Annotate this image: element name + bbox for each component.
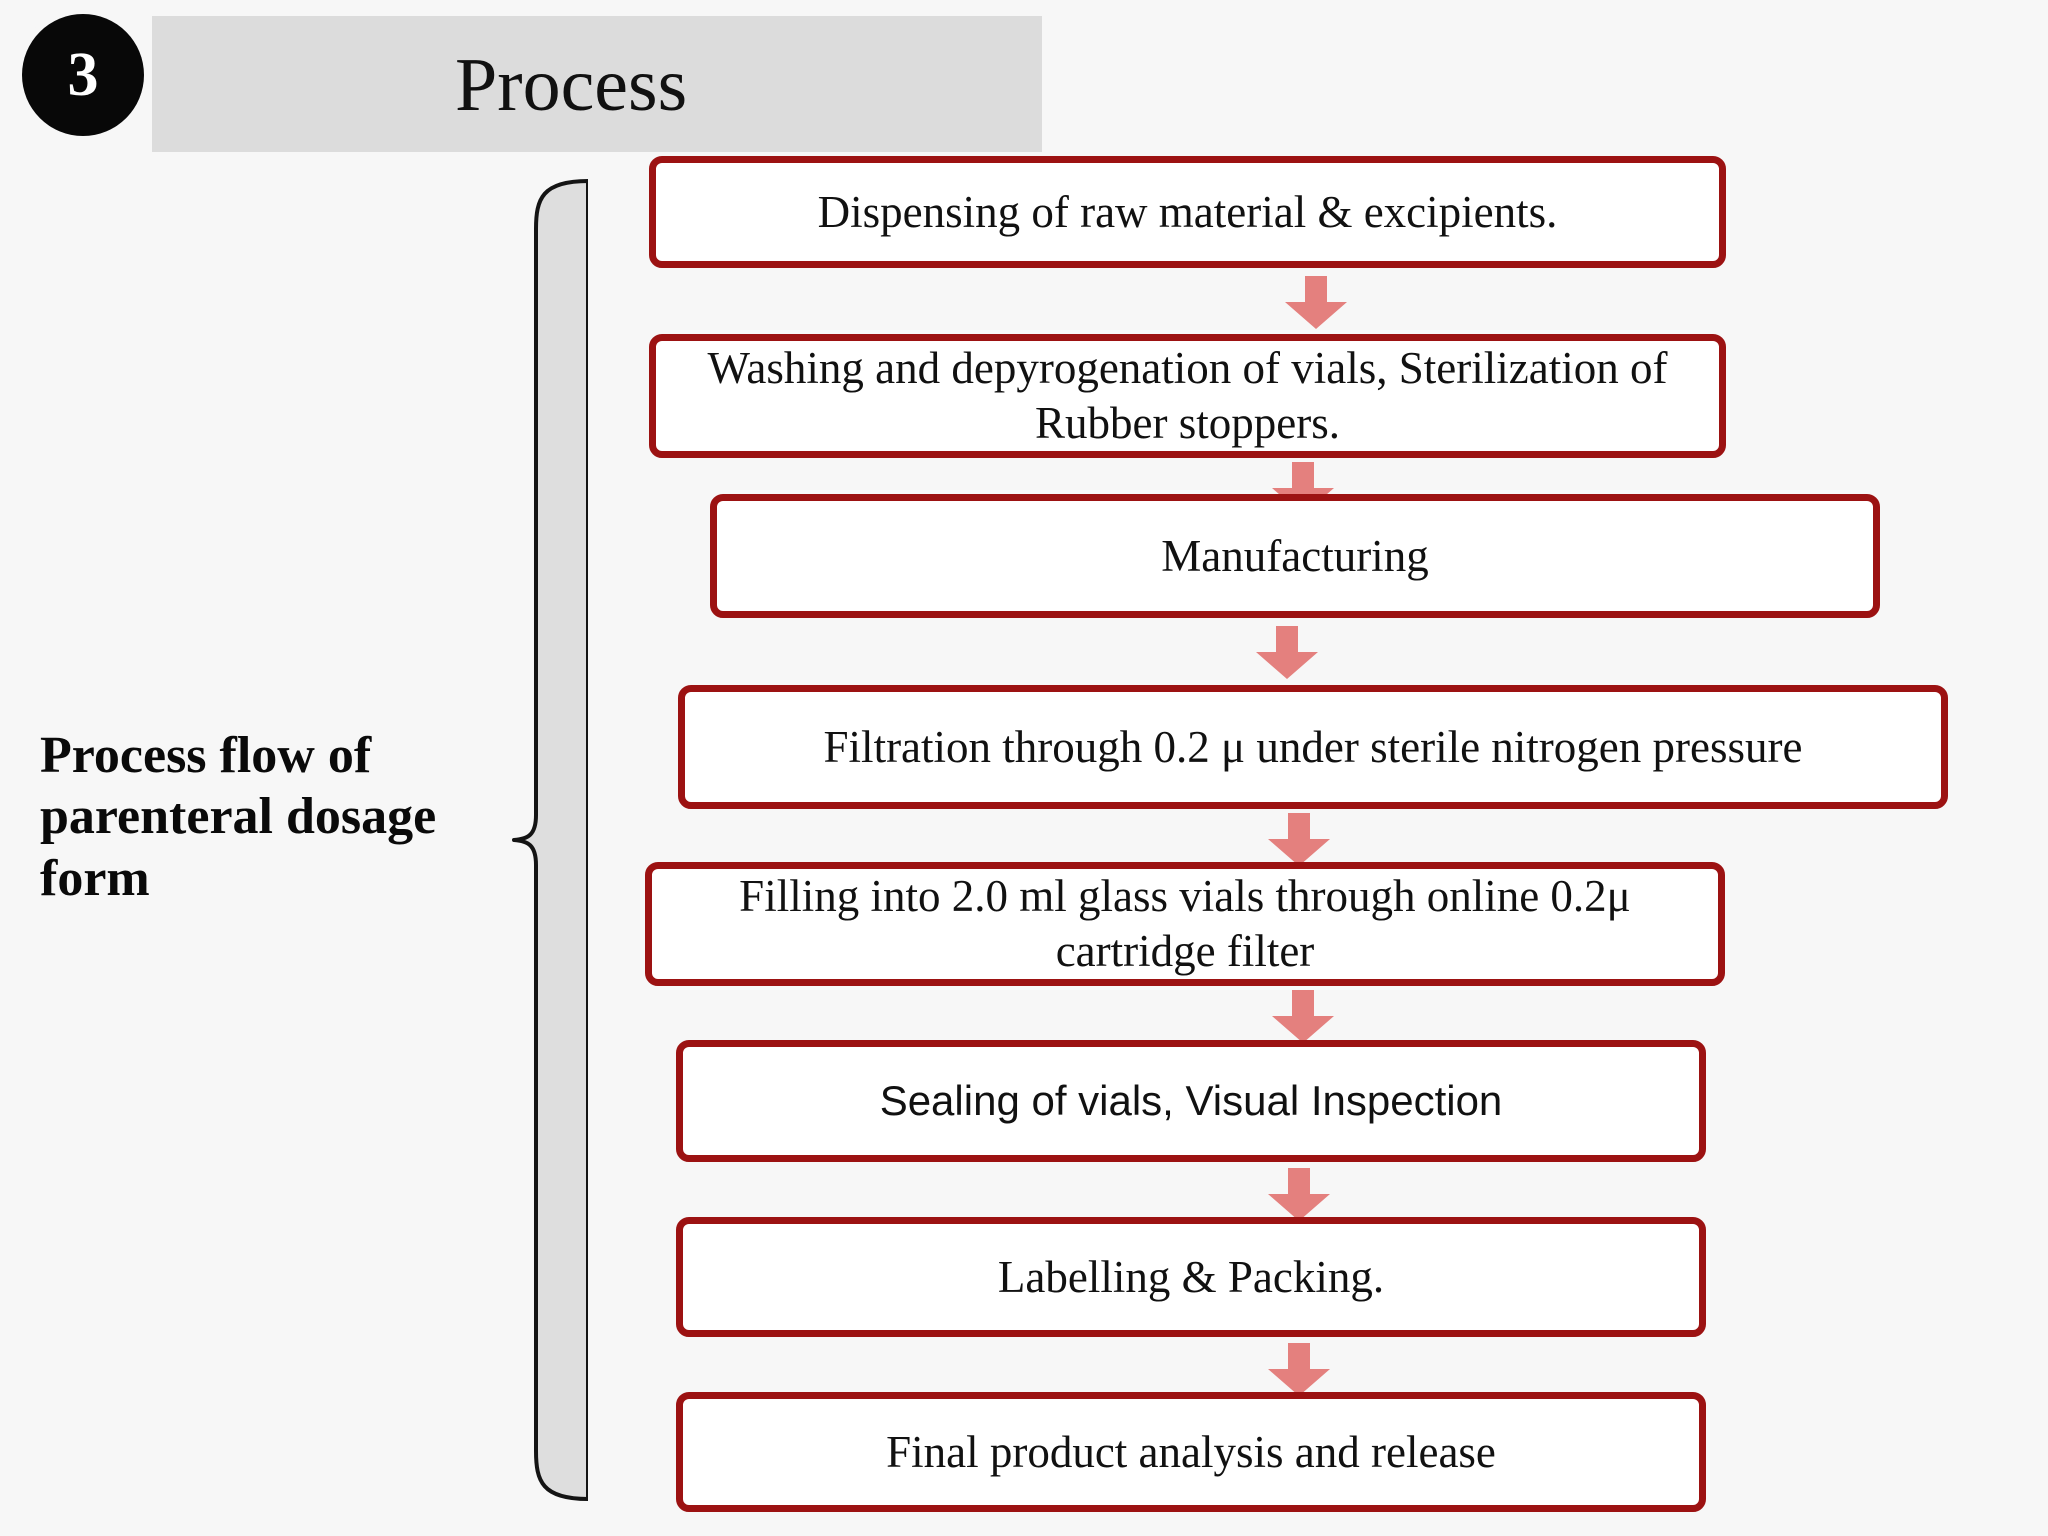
flow-connector-3 <box>1254 626 1320 680</box>
flow-connector-5 <box>1270 990 1336 1044</box>
flow-caption: Process flow of parenteral dosage form <box>40 727 437 907</box>
flow-brace <box>512 175 588 1505</box>
slide-number-text: 3 <box>67 41 99 109</box>
flow-step-6[interactable]: Sealing of vials, Visual Inspection <box>676 1040 1706 1162</box>
flow-step-1[interactable]: Dispensing of raw material & excipients. <box>649 156 1726 268</box>
flow-step-3[interactable]: Manufacturing <box>710 494 1880 618</box>
page-title: Process <box>455 43 688 127</box>
flow-step-7[interactable]: Labelling & Packing. <box>676 1217 1706 1337</box>
flow-connector-2 <box>1270 462 1336 516</box>
slide-number-badge: 3 <box>22 14 144 136</box>
flow-step-2[interactable]: Washing and depyrogenation of vials, Ste… <box>649 334 1726 458</box>
header-band <box>152 16 1042 152</box>
flow-step-5[interactable]: Filling into 2.0 ml glass vials through … <box>645 862 1725 986</box>
flow-step-8[interactable]: Final product analysis and release <box>676 1392 1706 1512</box>
flow-step-4[interactable]: Filtration through 0.2 μ under sterile n… <box>678 685 1948 809</box>
flow-connector-4 <box>1266 813 1332 867</box>
flow-connector-6 <box>1266 1168 1332 1222</box>
flow-connector-7 <box>1266 1343 1332 1397</box>
flow-connector-1 <box>1283 276 1349 330</box>
